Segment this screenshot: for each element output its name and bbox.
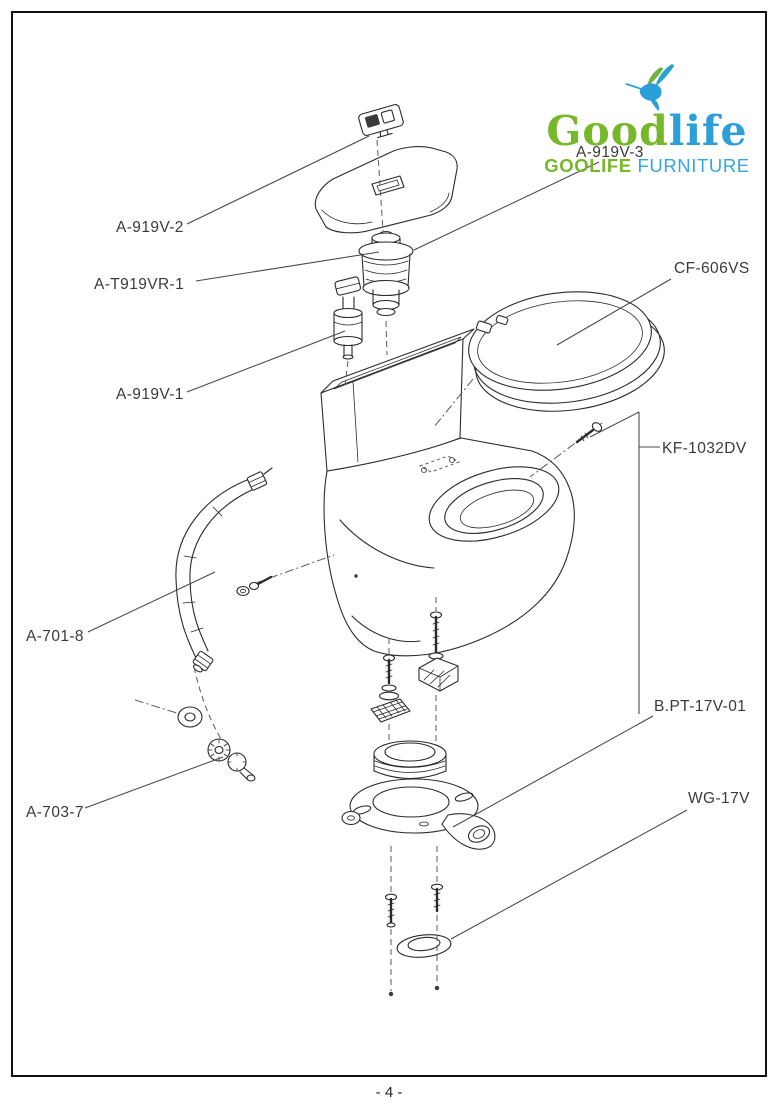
logo-subtitle-furniture: FURNITURE xyxy=(637,155,750,177)
part-label-kf1032dv: KF-1032DV xyxy=(662,440,747,457)
flush-valve-drawing xyxy=(358,230,414,317)
drain-flange-drawing xyxy=(341,740,496,850)
part-label-a919v3: A-919V-3 xyxy=(576,144,644,161)
angle-valve-drawing xyxy=(134,666,256,782)
hummingbird-icon xyxy=(625,64,675,112)
part-label-at919vr1: A-T919VR-1 xyxy=(94,276,185,293)
leader-lines xyxy=(84,135,688,940)
flush-button-drawing xyxy=(358,104,404,139)
logo-wordmark-good: Good xyxy=(546,107,669,155)
tank-bolt-drawing xyxy=(236,554,335,597)
tank-lid-drawing xyxy=(314,146,458,234)
logo-wordmark: Goodlife xyxy=(536,107,758,155)
tank-drawing xyxy=(320,328,475,472)
part-label-a7037: A-703-7 xyxy=(26,804,84,821)
toilet-bowl-drawing xyxy=(323,437,575,657)
part-label-a919v1: A-919V-1 xyxy=(116,386,184,403)
construction-lines-upper xyxy=(344,139,388,386)
washer-drawing xyxy=(177,706,203,728)
construction-lines-lower xyxy=(390,846,438,991)
part-label-wg17v: WG-17V xyxy=(688,790,750,807)
page-number: - 4 - xyxy=(375,1084,403,1101)
part-label-cf606vs: CF-606VS xyxy=(674,260,750,277)
seat-lid-drawing xyxy=(468,291,665,412)
wax-ring-drawing xyxy=(396,934,452,958)
fill-valve-drawing xyxy=(333,276,363,360)
floor-bolts-drawing xyxy=(384,883,444,997)
brand-logo: Goodlife GOOLIFE FURNITURE xyxy=(536,64,758,177)
seat-screw-drawing xyxy=(433,378,603,478)
mounting-hardware-drawing xyxy=(370,597,459,743)
logo-wordmark-life: life xyxy=(668,107,748,155)
supply-hose-drawing xyxy=(175,467,273,673)
part-label-bpt17v01: B.PT-17V-01 xyxy=(654,698,747,715)
part-label-a919v2: A-919V-2 xyxy=(116,219,184,236)
part-label-a7018: A-701-8 xyxy=(26,628,84,645)
logo-subtitle: GOOLIFE FURNITURE xyxy=(536,155,758,177)
page-border xyxy=(11,11,767,1077)
logo-subtitle-goolife: GOOLIFE xyxy=(544,155,632,177)
